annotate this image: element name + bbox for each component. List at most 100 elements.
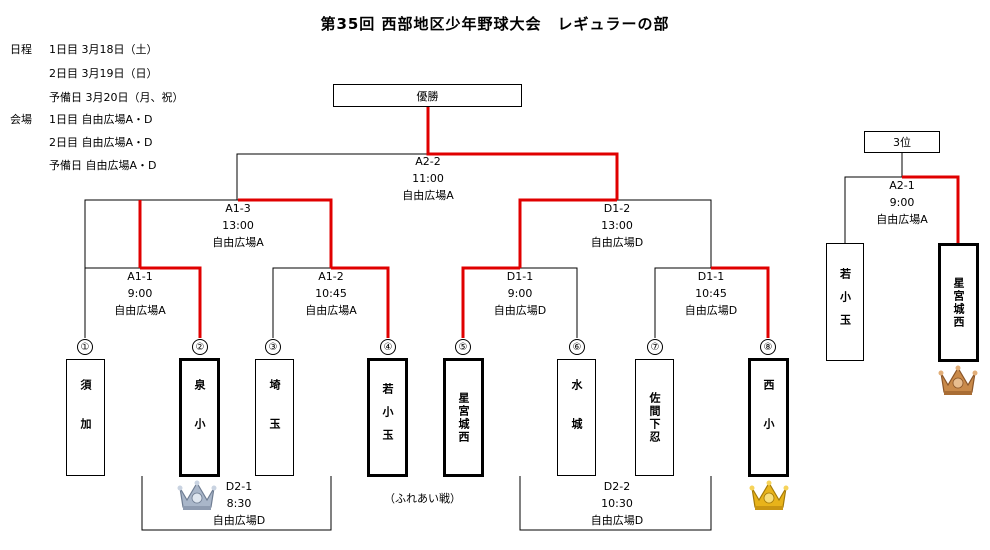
match-venue: 自由広場D: [590, 514, 644, 527]
match-time: 13:00: [222, 219, 254, 232]
seed-number: ⑤: [455, 339, 471, 355]
match-a1-2: A1-2 10:45 自由広場A: [276, 268, 386, 319]
match-code: A2-1: [889, 179, 915, 192]
bronze-crown-icon: [938, 365, 978, 395]
team-box-advanced: 若小玉: [367, 358, 408, 477]
match-time: 9:00: [507, 287, 533, 300]
match-a2-2: A2-2 11:00 自由広場A: [373, 153, 483, 204]
venue-label: 会場: [10, 113, 32, 126]
match-time: 8:30: [226, 497, 252, 510]
match-time: 9:00: [889, 196, 915, 209]
match-code: A2-2: [415, 155, 441, 168]
line-d12-right: [617, 199, 712, 268]
third-place-box: 3位: [864, 131, 940, 153]
team-box-advanced: 泉小: [179, 358, 220, 477]
win-path-d12: [518, 198, 617, 268]
match-code: D2-1: [225, 480, 253, 493]
team-box-finalist: 星宮城西: [443, 358, 484, 477]
venue-day1: 1日目 自由広場A・D: [49, 113, 153, 126]
seed-number: ⑥: [569, 339, 585, 355]
gold-crown-icon: [749, 480, 789, 510]
team-box: 須加: [66, 359, 105, 476]
match-code: D1-1: [697, 270, 725, 283]
team-name: 若小玉: [838, 267, 852, 337]
win-path-a21-right: [902, 175, 960, 243]
silver-crown-icon: [177, 480, 217, 510]
match-venue: 自由広場D: [212, 514, 266, 527]
match-code: A1-2: [318, 270, 344, 283]
match-venue: 自由広場A: [212, 236, 264, 249]
win-path-a13: [238, 198, 333, 268]
seed-number: ⑧: [760, 339, 776, 355]
seed-number: ②: [192, 339, 208, 355]
seed-number: ③: [265, 339, 281, 355]
match-code: D1-1: [506, 270, 534, 283]
match-code: D1-2: [603, 202, 631, 215]
match-a1-1: A1-1 9:00 自由広場A: [85, 268, 195, 319]
venue-day2: 2日目 自由広場A・D: [49, 136, 153, 149]
match-d1-1-second: D1-1 10:45 自由広場D: [656, 268, 766, 319]
match-d1-1: D1-1 9:00 自由広場D: [465, 268, 575, 319]
venue-reserve: 予備日 自由広場A・D: [49, 159, 157, 172]
schedule-label: 日程: [10, 43, 32, 56]
win-path-a12-right: [331, 266, 390, 338]
seed-number: ⑦: [647, 339, 663, 355]
line-a21-left: [844, 176, 902, 243]
match-venue: 自由広場A: [402, 189, 454, 202]
seed-number: ①: [77, 339, 93, 355]
match-code: D2-2: [603, 480, 631, 493]
line-d11b-left: [654, 267, 711, 338]
team-name: 星宮城西: [952, 276, 965, 329]
line-d22: [519, 476, 712, 531]
match-d2-1: D2-1 8:30 自由広場D: [184, 478, 294, 529]
match-venue: 自由広場A: [876, 213, 928, 226]
schedule-day2: 2日目 3月19日（日）: [49, 67, 158, 80]
win-path-d11-left: [461, 266, 520, 338]
line-a13-left: [84, 199, 238, 268]
match-a2-1: A2-1 9:00 自由広場A: [847, 177, 957, 228]
match-time: 11:00: [412, 172, 444, 185]
win-path-a11-right: [140, 266, 202, 338]
match-code: A1-3: [225, 202, 251, 215]
team-name: 水城: [570, 378, 583, 457]
match-venue: 自由広場A: [114, 304, 166, 317]
team-name: 星宮城西: [457, 391, 470, 444]
win-path-d11b-right: [711, 266, 770, 338]
match-venue: 自由広場D: [684, 304, 738, 317]
team-box: 水城: [557, 359, 596, 476]
match-d2-2: D2-2 10:30 自由広場D: [562, 478, 672, 529]
third-team-box: 若小玉: [826, 243, 864, 361]
line-final-left: [236, 153, 428, 200]
team-name: 佐間下忍: [648, 391, 661, 444]
schedule-reserve: 予備日 3月20日（月、祝）: [49, 91, 184, 104]
match-time: 10:45: [315, 287, 347, 300]
team-box-champion: 西小: [748, 358, 789, 477]
match-venue: 自由広場A: [305, 304, 357, 317]
team-name: 泉小: [193, 378, 206, 457]
line-d21: [141, 476, 332, 531]
match-code: A1-1: [127, 270, 153, 283]
line-a12-left: [272, 267, 331, 338]
match-venue: 自由広場D: [493, 304, 547, 317]
team-name: 若小玉: [381, 383, 394, 452]
champion-box: 優勝: [333, 84, 522, 107]
match-time: 10:30: [601, 497, 633, 510]
team-box: 埼玉: [255, 359, 294, 476]
seed-number: ④: [380, 339, 396, 355]
match-venue: 自由広場D: [590, 236, 644, 249]
team-box: 佐間下忍: [635, 359, 674, 476]
win-path-final: [426, 106, 619, 200]
page-title: 第35回 西部地区少年野球大会 レギュラーの部: [320, 15, 670, 33]
line-d11-right: [520, 267, 578, 338]
team-name: 埼玉: [268, 378, 281, 457]
match-time: 10:45: [695, 287, 727, 300]
third-team-box-winner: 星宮城西: [938, 243, 979, 362]
friendly-match-label: （ふれあい戦）: [384, 492, 461, 505]
team-name: 西小: [762, 378, 775, 457]
schedule-day1: 1日目 3月18日（土）: [49, 43, 158, 56]
match-d1-2: D1-2 13:00 自由広場D: [562, 200, 672, 251]
match-time: 13:00: [601, 219, 633, 232]
team-name: 須加: [79, 378, 92, 457]
match-time: 9:00: [127, 287, 153, 300]
